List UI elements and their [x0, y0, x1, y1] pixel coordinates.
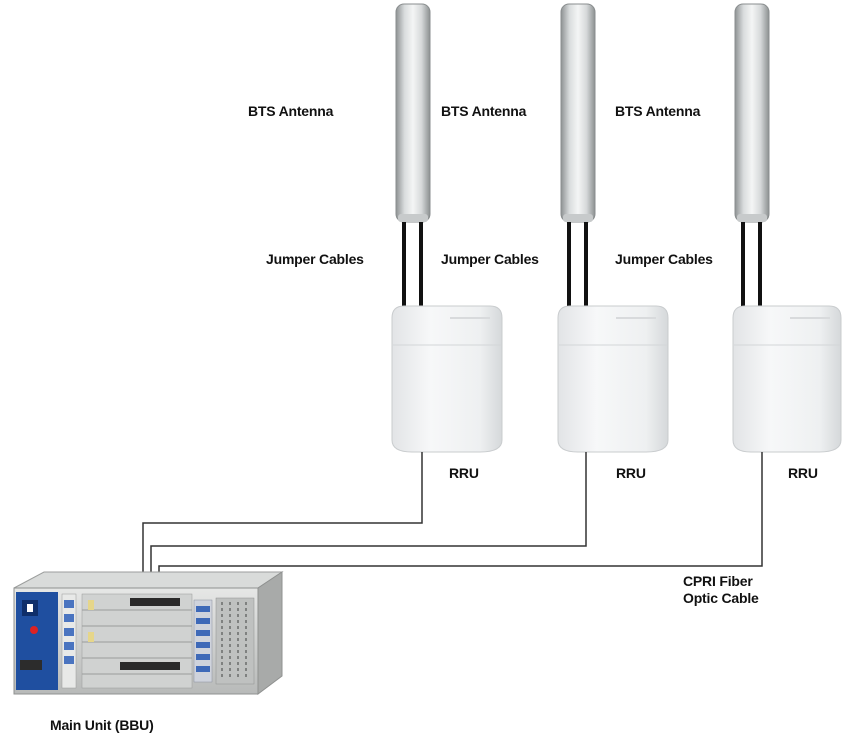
rru-unit-3: [732, 305, 842, 453]
antenna-label-2: BTS Antenna: [441, 103, 527, 119]
rru-label-2: RRU: [616, 465, 646, 481]
antenna-label-1: BTS Antenna: [248, 103, 334, 119]
jumper-cables-2: [567, 222, 588, 306]
jumper-cables-label-1: Jumper Cables: [266, 251, 364, 267]
bts-antenna-1: [395, 3, 431, 223]
jumper-cables-3: [741, 222, 762, 306]
rru-label-3: RRU: [788, 465, 818, 481]
antenna-label-3: BTS Antenna: [615, 103, 701, 119]
rru-label-1: RRU: [449, 465, 479, 481]
bbu-main-unit: [13, 571, 284, 695]
bts-antenna-2: [560, 3, 596, 223]
rru-unit-1: [391, 305, 503, 453]
cpri-fiber-label: CPRI Fiber Optic Cable: [683, 573, 759, 606]
bts-antenna-3: [734, 3, 770, 223]
bbu-label: Main Unit (BBU): [50, 717, 154, 733]
jumper-cables-1: [402, 222, 423, 306]
rru-unit-2: [557, 305, 669, 453]
jumper-cables-label-2: Jumper Cables: [441, 251, 539, 267]
jumper-cables-label-3: Jumper Cables: [615, 251, 713, 267]
